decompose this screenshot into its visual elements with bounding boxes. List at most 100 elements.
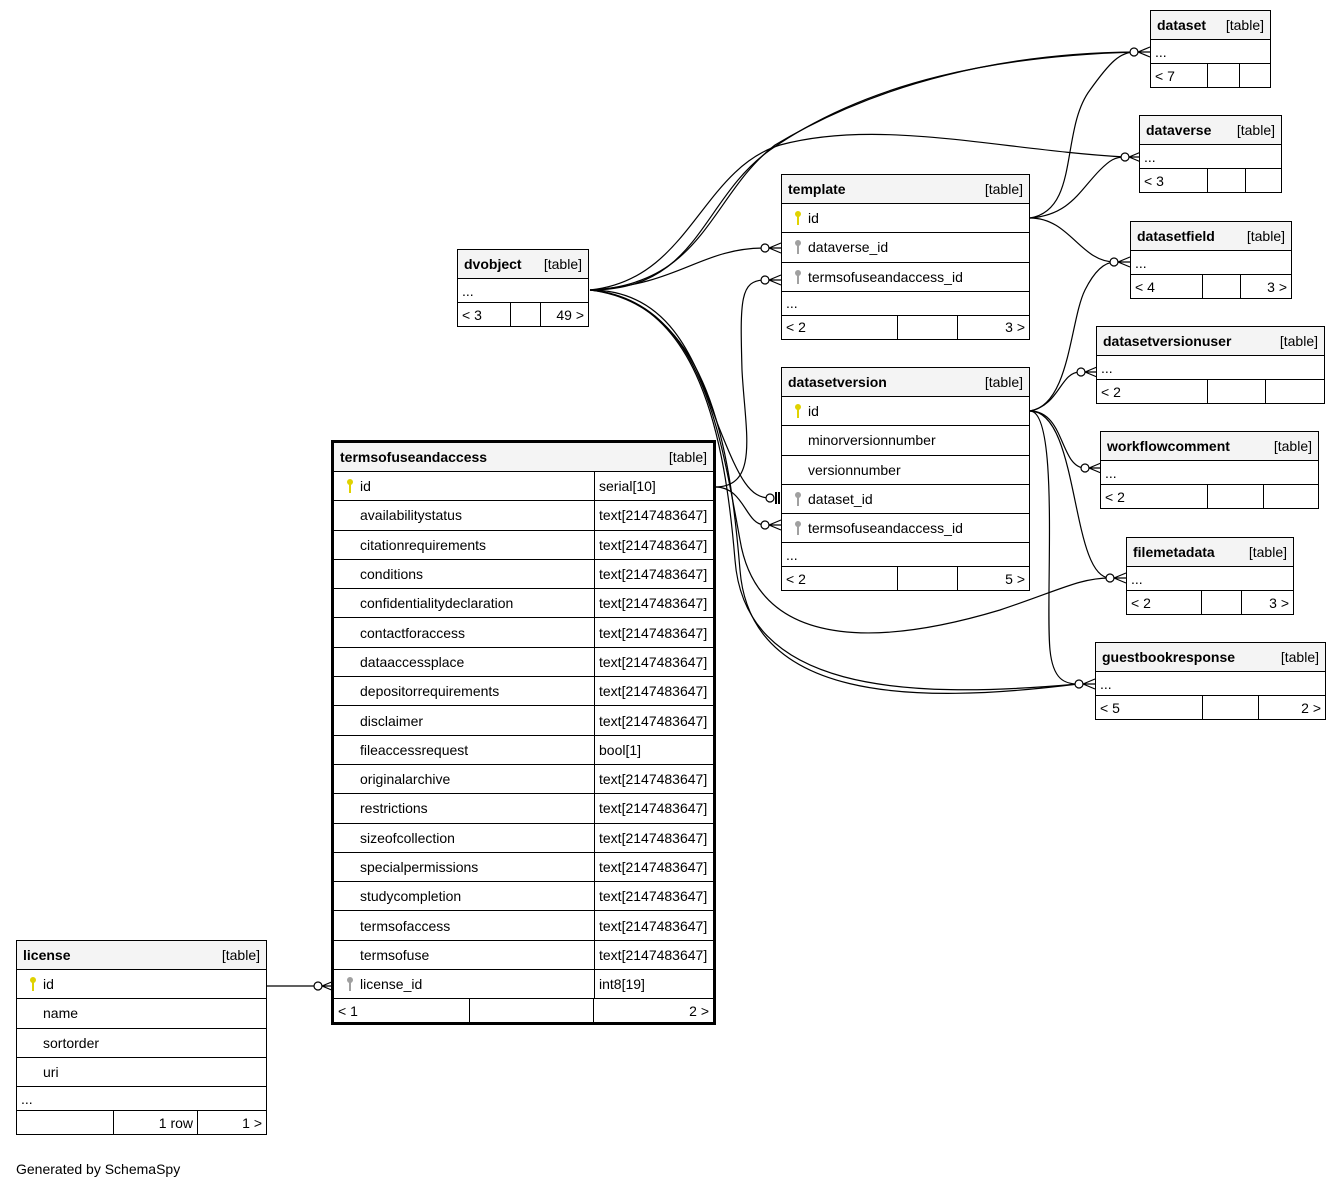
table-dvobject[interactable]: dvobject[table] ... < 3 49 > bbox=[457, 249, 589, 327]
crowfoot bbox=[768, 274, 782, 286]
parents-count[interactable]: < 1 bbox=[338, 1002, 358, 1019]
column-row[interactable]: versionnumber bbox=[782, 456, 1029, 485]
table-name: guestbookresponse bbox=[1102, 649, 1236, 665]
row-count bbox=[1202, 275, 1240, 298]
marker-circle bbox=[1129, 47, 1139, 57]
parents-count[interactable]: < 7 bbox=[1155, 67, 1175, 84]
column-row[interactable]: uri bbox=[17, 1058, 266, 1088]
children-count[interactable] bbox=[1265, 380, 1324, 403]
table-footer: < 7 bbox=[1151, 64, 1270, 87]
children-count[interactable]: 2 > bbox=[593, 999, 713, 1023]
table-footer: < 2 3 > bbox=[1127, 591, 1293, 614]
children-count[interactable]: 2 > bbox=[1258, 696, 1325, 719]
column-type: text[2147483647] bbox=[594, 677, 713, 706]
column-name: minorversionnumber bbox=[808, 432, 936, 449]
column-row[interactable]: sortorder bbox=[17, 1029, 266, 1058]
column-row[interactable]: termsofuseandaccess_id bbox=[782, 514, 1029, 544]
parents-count[interactable]: < 3 bbox=[1144, 172, 1164, 189]
more-columns: ... bbox=[1127, 567, 1293, 591]
children-count[interactable]: 49 > bbox=[540, 303, 588, 326]
children-count[interactable] bbox=[1239, 64, 1270, 87]
children-count[interactable]: 3 > bbox=[957, 315, 1029, 339]
column-name: id bbox=[43, 976, 54, 993]
parents-count[interactable]: < 2 bbox=[1131, 594, 1151, 611]
column-row[interactable]: dataset_id bbox=[782, 485, 1029, 515]
crowfoot bbox=[1082, 678, 1096, 690]
column-row[interactable]: id bbox=[782, 397, 1029, 427]
column-row[interactable]: id bbox=[17, 970, 266, 1000]
more-columns: ... bbox=[1140, 145, 1281, 169]
column-row[interactable]: name bbox=[17, 999, 266, 1029]
table-license[interactable]: license[table] id name sortorder uri ...… bbox=[16, 940, 267, 1136]
table-datasetfield[interactable]: datasetfield[table] ... < 4 3 > bbox=[1130, 221, 1292, 299]
table-workflowcomment[interactable]: workflowcomment[table] ... < 2 bbox=[1100, 431, 1319, 509]
table-name: license bbox=[23, 947, 71, 963]
marker-circle bbox=[765, 493, 775, 503]
table-datasetversionuser[interactable]: datasetversionuser[table] ... < 2 bbox=[1096, 326, 1325, 404]
table-filemetadata[interactable]: filemetadata[table] ... < 2 3 > bbox=[1126, 537, 1294, 615]
edge-datasetversion-datasetversionuser bbox=[1029, 371, 1081, 412]
crowfoot bbox=[1117, 256, 1131, 268]
parents-count[interactable] bbox=[17, 1111, 113, 1134]
parents-count[interactable]: < 2 bbox=[786, 319, 806, 336]
column-type: bool[1] bbox=[594, 735, 713, 764]
table-dataverse[interactable]: dataverse[table] ... < 3 bbox=[1139, 115, 1282, 193]
children-count[interactable]: 5 > bbox=[957, 567, 1029, 591]
table-template[interactable]: template[table] id dataverse_id termsofu… bbox=[781, 174, 1030, 340]
column-row[interactable]: minorversionnumber bbox=[782, 426, 1029, 456]
column-name: uri bbox=[43, 1064, 59, 1081]
column-row[interactable]: termsofuseandaccess_id bbox=[782, 263, 1029, 292]
table-footer: 1 row 1 > bbox=[17, 1111, 266, 1135]
children-count[interactable]: 3 > bbox=[1240, 275, 1291, 298]
column-row[interactable]: dataverse_id bbox=[782, 233, 1029, 263]
column-row[interactable]: id bbox=[782, 204, 1029, 234]
parents-count[interactable]: < 2 bbox=[1105, 488, 1125, 505]
table-guestbookresponse[interactable]: guestbookresponse[table] ... < 5 2 > bbox=[1095, 642, 1326, 720]
table-footer: < 3 49 > bbox=[458, 303, 588, 326]
edge-datasetversion-workflowcomment bbox=[1029, 410, 1086, 469]
children-count[interactable] bbox=[1245, 169, 1281, 192]
parents-count[interactable]: < 2 bbox=[1101, 383, 1121, 400]
table-kind: [table] bbox=[1273, 438, 1312, 454]
edge-dvobject-dataset-2 bbox=[589, 51, 1136, 291]
parents-count[interactable]: < 3 bbox=[462, 306, 482, 323]
children-count[interactable]: 3 > bbox=[1241, 591, 1293, 614]
table-datasetversion[interactable]: datasetversion[table] id minorversionnum… bbox=[781, 367, 1030, 592]
marker-circle bbox=[760, 520, 770, 530]
column-type: text[2147483647] bbox=[594, 794, 713, 823]
table-name: workflowcomment bbox=[1107, 438, 1230, 454]
table-dataset[interactable]: dataset[table] ... < 7 bbox=[1150, 10, 1271, 88]
more-columns: ... bbox=[458, 279, 588, 303]
marker-circle bbox=[313, 981, 323, 991]
parents-count[interactable]: < 5 bbox=[1100, 699, 1120, 716]
column-name: id bbox=[808, 403, 819, 420]
column-type: text[2147483647] bbox=[594, 764, 713, 794]
table-footer: < 3 bbox=[1140, 169, 1281, 192]
children-count[interactable] bbox=[1263, 485, 1318, 508]
children-count[interactable]: 1 > bbox=[197, 1111, 266, 1135]
table-kind: [table] bbox=[1248, 544, 1287, 560]
parents-count[interactable]: < 4 bbox=[1135, 278, 1155, 295]
row-count bbox=[1201, 591, 1241, 614]
parents-count[interactable]: < 2 bbox=[786, 570, 806, 587]
